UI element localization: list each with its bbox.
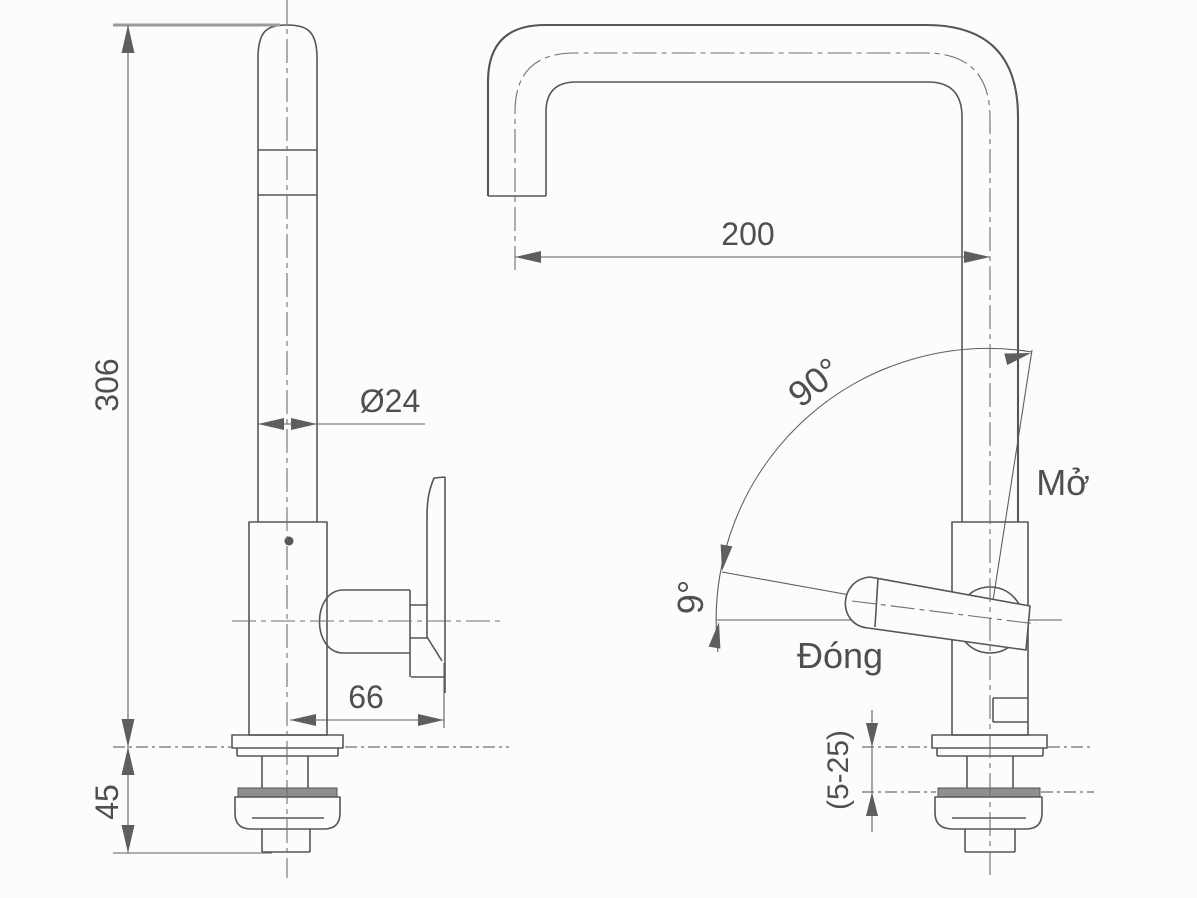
dim-deck-arrow-top: [866, 723, 878, 747]
dim-24-label: Ø24: [360, 383, 420, 419]
dim-66-label: 66: [348, 679, 384, 715]
side-centerlines: [514, 52, 1037, 878]
dim-deck-arrow-bottom: [866, 792, 878, 816]
front-bottom-shaft: [261, 829, 311, 853]
dim-handle-66: 66: [290, 663, 445, 728]
side-spout-centerline: [514, 52, 991, 878]
side-base: [931, 734, 1048, 853]
front-view: 306 45 Ø24 66: [89, 0, 509, 878]
dim-200-arrow-left: [515, 251, 541, 263]
label-close: Đóng: [797, 635, 883, 676]
dim-200-label: 200: [721, 216, 774, 252]
dim-angle-9: 9°: [670, 580, 721, 649]
dim-45-label: 45: [89, 784, 125, 820]
angle-9-label: 9°: [670, 580, 711, 614]
lever-open-position-line: [989, 349, 1033, 621]
front-flange: [231, 734, 344, 749]
dim-reach-200: 200: [515, 216, 990, 263]
dim-45-arrow-top: [121, 747, 135, 775]
front-mounting-nut: [234, 796, 341, 830]
dim-height-306: 306: [89, 23, 280, 747]
side-view: 200 90° 9° (5-25) M: [486, 23, 1094, 878]
side-labels: Mở Đóng: [797, 462, 1090, 676]
front-body-outline: [248, 521, 328, 736]
handle-neck: [410, 604, 428, 639]
angle-90-label: 90°: [780, 349, 848, 415]
dim-45-arrow-bottom: [121, 825, 135, 853]
handle-blade: [411, 476, 446, 693]
front-centerlines: [113, 0, 509, 878]
side-lever-cap-join: [874, 577, 879, 628]
label-open: Mở: [1036, 462, 1090, 503]
front-handle: [318, 476, 446, 693]
side-handle-geometry: [716, 349, 1062, 654]
front-set-screw: [284, 536, 294, 546]
angle-90-arrow-top: [1004, 353, 1031, 366]
dim-306-arrow-top: [121, 25, 135, 53]
dim-306-arrow-bottom: [121, 719, 135, 747]
dim-diameter-24: Ø24: [258, 383, 425, 430]
dim-24-arrow-left: [258, 418, 284, 430]
dim-base-45: 45: [89, 747, 272, 854]
side-mounting-nut: [934, 796, 1043, 830]
side-threaded-shaft: [966, 756, 1014, 788]
dim-deck-label: (5-25): [822, 730, 855, 810]
dim-66-arrow-left: [290, 714, 316, 726]
dim-66-arrow-right: [418, 714, 444, 726]
dim-200-arrow-right: [964, 251, 990, 263]
angle-9-arrow: [708, 622, 721, 649]
side-lever-axis-centerline: [851, 600, 1037, 625]
side-body-notch: [992, 697, 1028, 723]
side-spout-outer: [486, 23, 1020, 522]
side-spout: [486, 23, 1020, 522]
angle-90-arrow-bottom: [720, 544, 733, 571]
front-pipe-outline: [257, 24, 318, 522]
side-lever-closed: [844, 576, 1031, 651]
side-spout-inner: [545, 81, 963, 522]
front-body: [248, 521, 328, 736]
side-washer: [937, 787, 1041, 798]
dim-deck-thickness: (5-25): [822, 710, 878, 832]
dim-306-label: 306: [89, 358, 125, 411]
side-countertop-lines: [862, 746, 1094, 793]
handle-cylinder: [318, 589, 411, 677]
front-threaded-shaft: [261, 756, 309, 788]
dim-24-arrow-right: [291, 418, 317, 430]
side-flange: [931, 734, 1048, 749]
angle-90-arc: [715, 347, 1033, 653]
